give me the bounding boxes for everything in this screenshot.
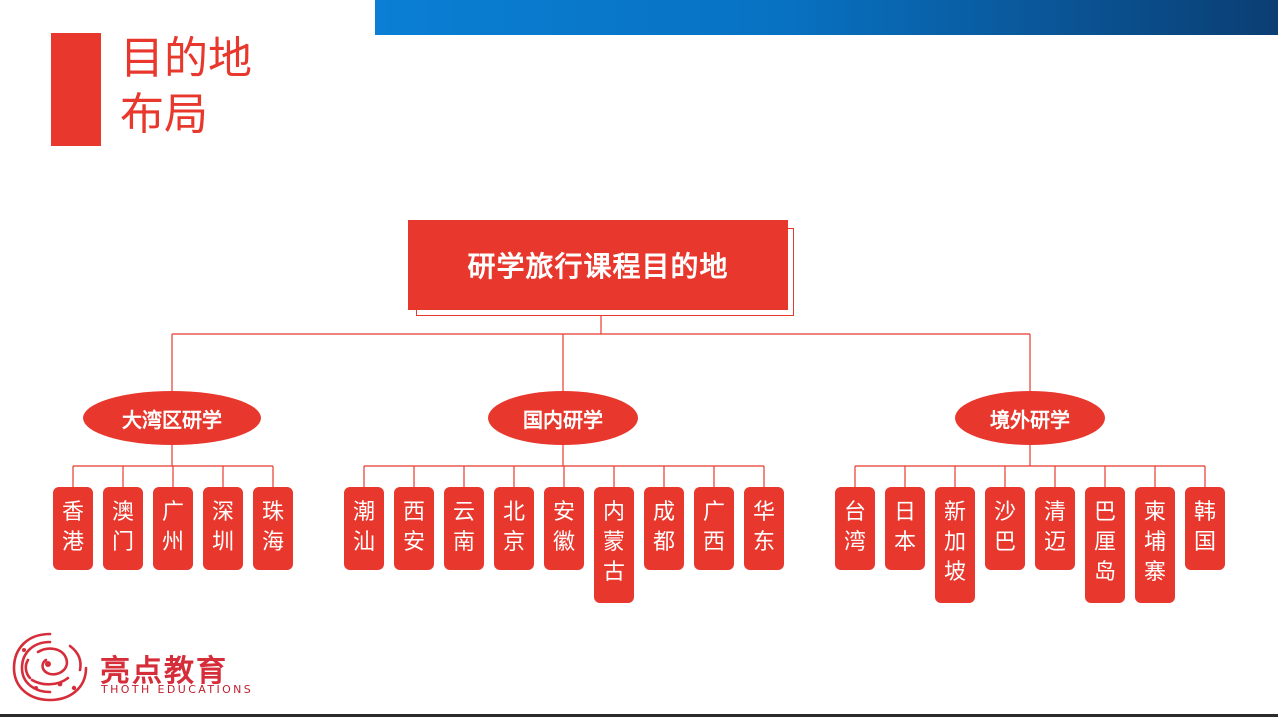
destination-char: 柬 xyxy=(1143,500,1166,525)
destination-char: 京 xyxy=(502,530,525,555)
destination-node: 广州 xyxy=(153,487,193,570)
destination-char: 徽 xyxy=(552,530,575,555)
destination-char: 汕 xyxy=(352,530,375,555)
destination-node: 日本 xyxy=(885,487,925,570)
destination-char: 珠 xyxy=(261,500,284,525)
destination-char: 坡 xyxy=(943,560,966,585)
destination-char: 加 xyxy=(943,530,966,555)
thoth-logo-icon xyxy=(12,632,88,702)
destination-node: 柬埔寨 xyxy=(1135,487,1175,603)
destination-node: 华东 xyxy=(744,487,784,570)
destination-node: 巴厘岛 xyxy=(1085,487,1125,603)
category-node: 大湾区研学 xyxy=(83,391,261,445)
destination-char: 安 xyxy=(402,530,425,555)
destination-char: 巴 xyxy=(993,530,1016,555)
destination-char: 岛 xyxy=(1093,560,1116,585)
root-node: 研学旅行课程目的地 xyxy=(408,220,788,310)
destination-char: 寨 xyxy=(1143,560,1166,585)
bottom-divider xyxy=(0,714,1278,717)
destination-node: 台湾 xyxy=(835,487,875,570)
destination-char: 西 xyxy=(702,530,725,555)
destination-node: 香港 xyxy=(53,487,93,570)
destination-char: 圳 xyxy=(211,530,234,555)
destination-char: 成 xyxy=(652,500,675,525)
destination-char: 韩 xyxy=(1193,500,1216,525)
destination-char: 蒙 xyxy=(602,530,625,555)
destination-char: 厘 xyxy=(1093,530,1116,555)
destination-node: 沙巴 xyxy=(985,487,1025,570)
destination-char: 香 xyxy=(61,500,84,525)
top-banner-bar xyxy=(375,0,1278,35)
destination-char: 迈 xyxy=(1043,530,1066,555)
destination-node: 云南 xyxy=(444,487,484,570)
destination-char: 新 xyxy=(943,500,966,525)
destination-char: 州 xyxy=(161,530,184,555)
destination-char: 都 xyxy=(652,530,675,555)
destination-char: 潮 xyxy=(352,500,375,525)
destination-node: 深圳 xyxy=(203,487,243,570)
destination-char: 西 xyxy=(402,500,425,525)
category-node: 境外研学 xyxy=(955,391,1105,445)
brand-name: 亮点教育 xyxy=(100,654,228,689)
destination-char: 内 xyxy=(602,500,625,525)
destination-char: 埔 xyxy=(1143,530,1166,555)
destination-char: 安 xyxy=(552,500,575,525)
destination-char: 深 xyxy=(211,500,234,525)
destination-char: 国 xyxy=(1193,530,1216,555)
destination-char: 北 xyxy=(502,500,525,525)
destination-node: 韩国 xyxy=(1185,487,1225,570)
destination-node: 珠海 xyxy=(253,487,293,570)
destination-char: 日 xyxy=(893,500,916,525)
destination-node: 北京 xyxy=(494,487,534,570)
destination-char: 本 xyxy=(893,530,916,555)
destination-char: 广 xyxy=(702,500,725,525)
brand-subtitle: THOTH EDUCATIONS xyxy=(101,683,254,696)
destination-char: 巴 xyxy=(1093,500,1116,525)
destination-node: 清迈 xyxy=(1035,487,1075,570)
destination-char: 古 xyxy=(602,560,625,585)
destination-char: 海 xyxy=(261,530,284,555)
destination-char: 门 xyxy=(111,530,134,555)
destination-node: 潮汕 xyxy=(344,487,384,570)
destination-char: 广 xyxy=(161,500,184,525)
destination-char: 清 xyxy=(1043,500,1066,525)
page-title-line-2: 布局 xyxy=(120,89,208,140)
destination-node: 安徽 xyxy=(544,487,584,570)
destination-char: 港 xyxy=(61,530,84,555)
page-title-line-1: 目的地 xyxy=(120,33,252,84)
destination-char: 云 xyxy=(452,500,475,525)
destination-char: 东 xyxy=(752,530,775,555)
destination-node: 澳门 xyxy=(103,487,143,570)
destination-node: 新加坡 xyxy=(935,487,975,603)
destination-char: 台 xyxy=(843,500,866,525)
destination-char: 华 xyxy=(752,500,775,525)
title-accent-block xyxy=(51,33,101,146)
destination-node: 西安 xyxy=(394,487,434,570)
category-node: 国内研学 xyxy=(488,391,638,445)
destination-node: 广西 xyxy=(694,487,734,570)
destination-char: 澳 xyxy=(111,500,134,525)
destination-node: 内蒙古 xyxy=(594,487,634,603)
destination-node: 成都 xyxy=(644,487,684,570)
destination-char: 南 xyxy=(452,530,475,555)
destination-char: 湾 xyxy=(843,530,866,555)
destination-char: 沙 xyxy=(993,500,1016,525)
